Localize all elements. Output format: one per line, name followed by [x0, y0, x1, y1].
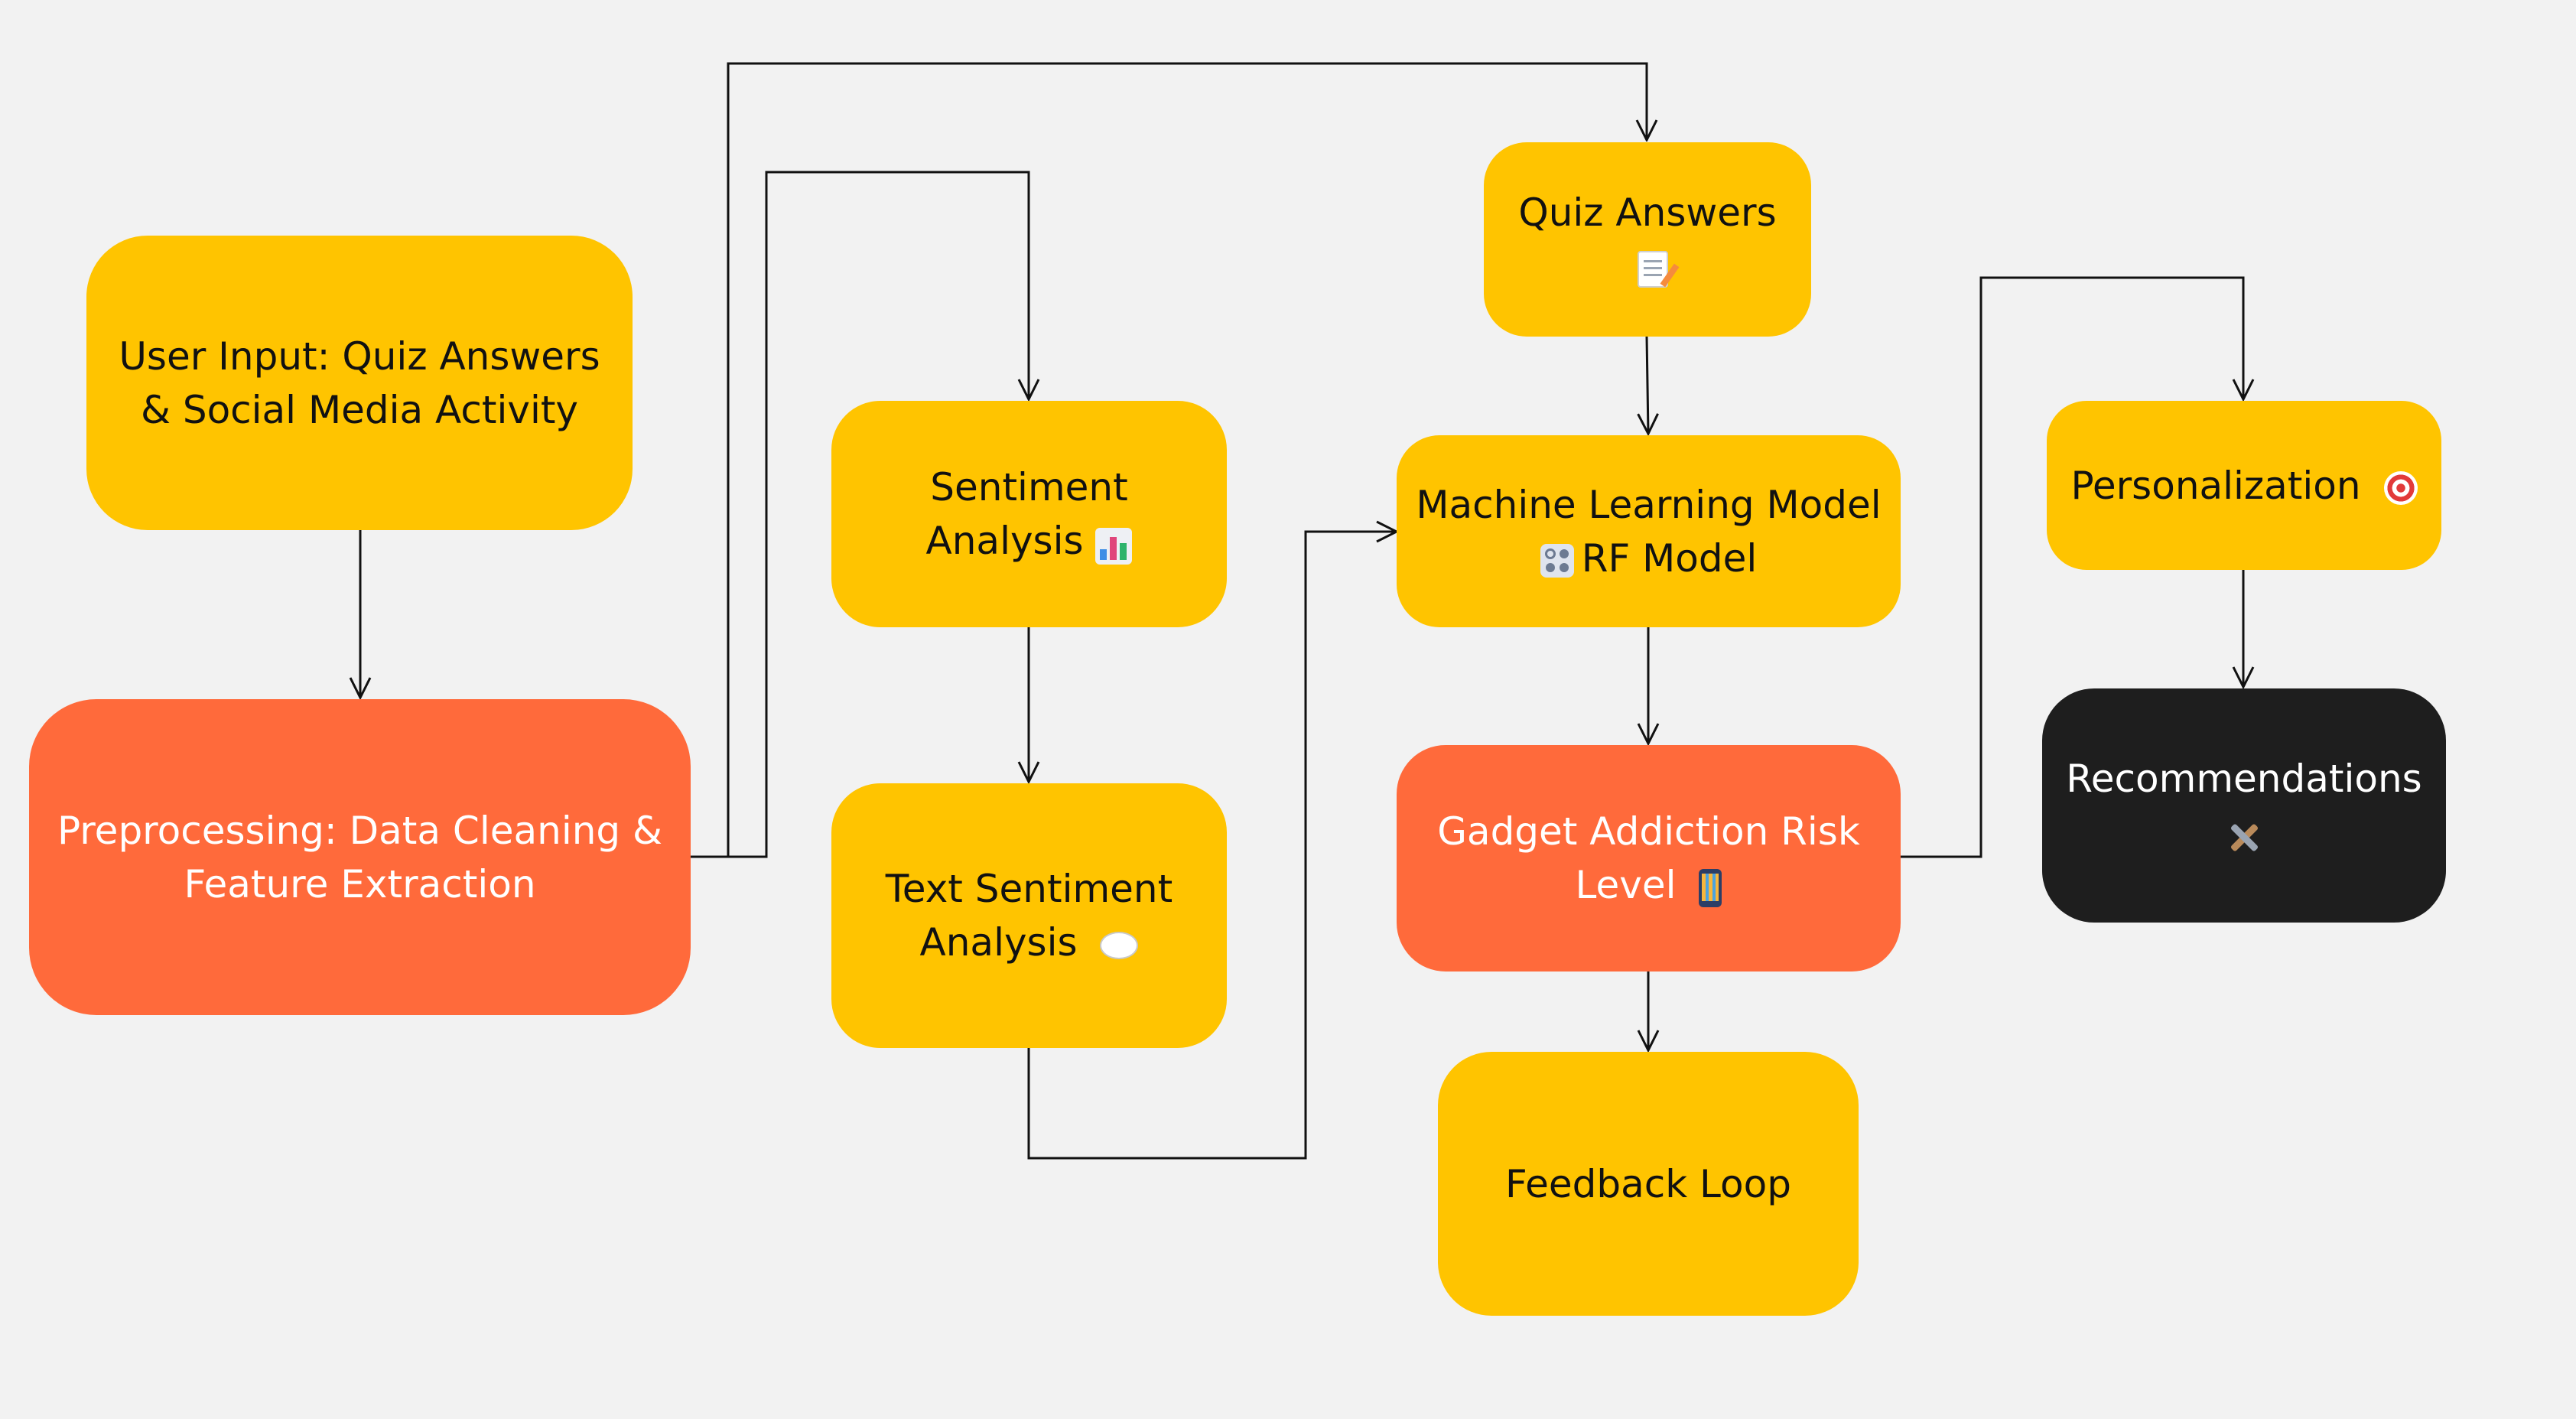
connector-text-sentiment-to-ml-model	[1027, 532, 1397, 1160]
node-preprocessing-label: Preprocessing: Data Cleaning & Feature E…	[57, 808, 663, 906]
tools-icon	[2226, 819, 2262, 856]
gears-icon	[1540, 544, 1574, 578]
connector-preprocessing-to-sentiment	[691, 171, 1029, 858]
node-preprocessing: Preprocessing: Data Cleaning & Feature E…	[29, 699, 691, 1015]
node-text-sentiment: Text Sentiment Analysis	[831, 783, 1227, 1048]
node-risk-level: Gadget Addiction Risk Level	[1397, 745, 1901, 971]
connector-risk-level-to-personalization	[1901, 276, 2243, 858]
target-icon	[2383, 471, 2418, 505]
node-ml-model-label-line1: Machine Learning Model	[1416, 482, 1882, 527]
node-recommendations: Recommendations	[2042, 688, 2446, 923]
speech-bubble-icon	[1100, 931, 1139, 959]
node-sentiment-analysis-label: Sentiment Analysis	[925, 465, 1128, 563]
node-ml-model: Machine Learning Model RF Model	[1397, 435, 1901, 627]
node-personalization-label: Personalization	[2070, 463, 2361, 508]
node-user-input-label: User Input: Quiz Answers & Social Media …	[119, 334, 600, 432]
memo-icon	[1638, 250, 1668, 288]
node-recommendations-label: Recommendations	[2066, 757, 2422, 801]
node-sentiment-analysis: Sentiment Analysis	[831, 401, 1227, 627]
node-personalization: Personalization	[2047, 401, 2441, 570]
bar-chart-icon	[1095, 527, 1133, 565]
node-feedback-loop: Feedback Loop	[1438, 1052, 1859, 1316]
node-text-sentiment-label: Text Sentiment Analysis	[885, 867, 1173, 965]
node-user-input: User Input: Quiz Answers & Social Media …	[86, 236, 633, 530]
node-quiz-answers-label: Quiz Answers	[1518, 190, 1777, 235]
connector-quiz-answers-to-ml-model	[1647, 336, 1648, 434]
node-feedback-loop-label: Feedback Loop	[1505, 1161, 1791, 1206]
node-quiz-answers: Quiz Answers	[1484, 142, 1811, 337]
mobile-phone-icon	[1699, 868, 1722, 907]
node-risk-level-label: Gadget Addiction Risk Level	[1437, 809, 1860, 907]
node-ml-model-label-line2: RF Model	[1581, 535, 1758, 581]
